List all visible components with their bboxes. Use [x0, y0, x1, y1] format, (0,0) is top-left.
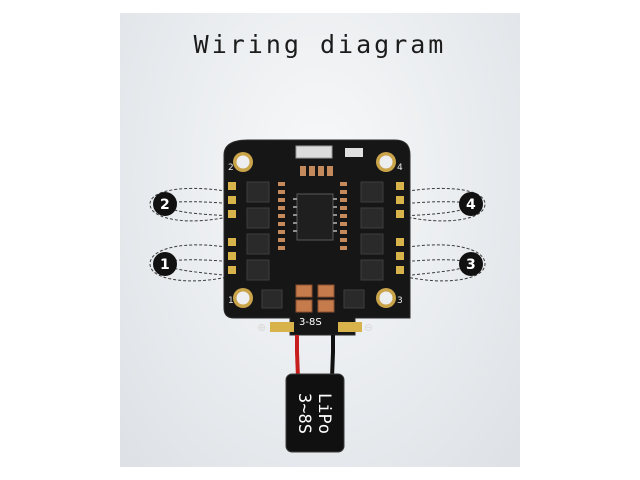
mount-hole-3: [376, 288, 396, 308]
battery-label-line1: LiPo: [314, 393, 334, 434]
mount-label-2: 2: [228, 163, 234, 173]
positive-wire: [295, 335, 300, 379]
mcu-pins: [293, 198, 337, 232]
top-component: [345, 148, 363, 157]
mount-hole-1: [233, 288, 253, 308]
esc-board: 2 4 1 3: [223, 139, 411, 336]
motor-marker-2: 2: [153, 192, 177, 216]
battery-label-line2: 3~8S: [294, 393, 314, 434]
mount-hole-2: [233, 152, 253, 172]
mount-label-4: 4: [397, 163, 403, 173]
motor-marker-1-label: 1: [160, 257, 170, 273]
mount-hole-4: [376, 152, 396, 172]
motor-pads-right: [396, 182, 404, 274]
negative-symbol: ⊖: [364, 321, 373, 334]
mount-label-1: 1: [228, 296, 234, 306]
signal-connector: [295, 145, 333, 159]
mcu-chip: [296, 193, 334, 241]
battery-pads: [270, 322, 362, 332]
mosfets: [246, 181, 384, 309]
motor-marker-2-label: 2: [160, 197, 170, 213]
motor-marker-3-label: 3: [466, 257, 476, 273]
mount-label-3: 3: [397, 296, 403, 306]
passive-components: [278, 166, 347, 250]
motor-marker-3: 3: [459, 252, 483, 276]
positive-symbol: ⊕: [257, 321, 266, 334]
cell-count-label: 3-8S: [299, 317, 322, 328]
motor-pads-left: [228, 182, 236, 274]
motor-marker-4: 4: [459, 192, 483, 216]
negative-wire: [330, 335, 335, 379]
motor-marker-4-label: 4: [466, 197, 476, 213]
page-title: Wiring diagram: [193, 30, 447, 59]
inductors: [295, 284, 335, 313]
lipo-battery: LiPo 3~8S: [285, 373, 345, 453]
motor-marker-1: 1: [153, 252, 177, 276]
